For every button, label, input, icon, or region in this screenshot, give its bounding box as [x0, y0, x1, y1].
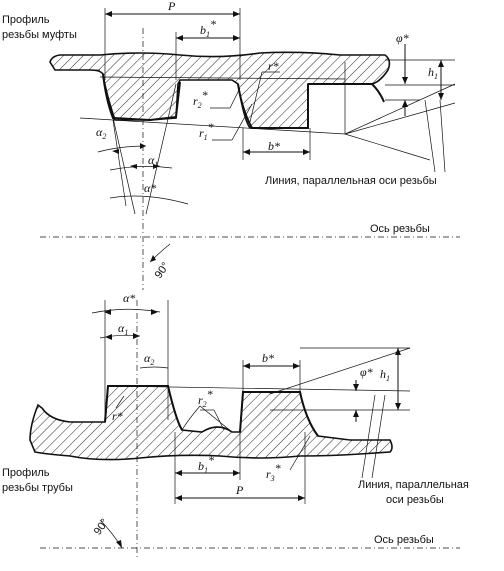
svg-text:h1: h1: [428, 65, 438, 81]
pipe-body: [29, 385, 393, 461]
coupling-parallel-line-label: Линия, параллельная оси резьбы: [265, 175, 437, 187]
coupling-dimensions: [79, 8, 456, 290]
pipe-alpha-label: α*: [123, 291, 135, 305]
coupling-r-label: r*: [268, 59, 279, 73]
coupling-h1-label: h: [428, 65, 434, 79]
coupling-alpha2-label: α: [96, 125, 103, 139]
coupling-phi-label: φ*: [396, 31, 409, 45]
pipe-r2-label: r: [198, 393, 203, 407]
pipe-title-line2: резьбы трубы: [2, 482, 73, 494]
svg-text:α1: α1: [148, 153, 158, 169]
pipe-parallel-line-label-2: оси резьбы: [386, 494, 444, 506]
svg-text:r3*: r3*: [266, 461, 281, 483]
pipe-dimensions: [91, 300, 411, 560]
svg-text:b1*: b1*: [198, 453, 214, 475]
svg-text:b1*: b1*: [200, 17, 216, 39]
coupling-title-line1: Профиль: [2, 14, 50, 26]
pipe-parallel-line-label-1: Линия, параллельная: [358, 479, 469, 491]
svg-text:α2: α2: [96, 125, 106, 141]
svg-text:α2: α2: [144, 351, 154, 367]
svg-text:h1: h1: [380, 367, 390, 383]
coupling-r2-label: r: [193, 94, 198, 108]
pipe-phi-label: φ*: [360, 365, 373, 379]
coupling-alpha1-label: α: [148, 153, 155, 167]
coupling-alpha-label: α*: [144, 181, 156, 195]
svg-text:α1: α1: [118, 321, 128, 337]
pipe-pitch-label: P: [235, 483, 244, 497]
coupling-b1-label: b: [200, 23, 206, 37]
pipe-r3-label: r: [266, 467, 271, 481]
coupling-90-label: 90°: [153, 260, 172, 281]
pipe-h1-label: h: [380, 367, 386, 381]
coupling-axis-label: Ось резьбы: [370, 223, 430, 235]
svg-text:r2*: r2*: [198, 387, 213, 409]
coupling-tail: [308, 83, 385, 103]
coupling-pitch-label: P: [167, 0, 176, 13]
pipe-alpha1-label: α: [118, 321, 125, 335]
coupling-title-line2: резьбы муфты: [2, 29, 77, 41]
pipe-b1-label: b: [198, 459, 204, 473]
pipe-r-label: r*: [112, 409, 123, 423]
coupling-body: [49, 51, 391, 129]
coupling-b-label: b*: [268, 139, 280, 153]
pipe-b-label: b*: [262, 351, 274, 365]
pipe-title-line1: Профиль: [2, 467, 50, 479]
coupling-r1-label: r: [199, 126, 204, 140]
pipe-90-label: 90°: [92, 517, 111, 538]
svg-text:r1*: r1*: [199, 120, 214, 142]
pipe-axis-label: Ось резьбы: [374, 534, 434, 546]
pipe-profile: [29, 385, 393, 461]
coupling-tooth-left: [102, 73, 181, 122]
svg-text:r2*: r2*: [193, 88, 208, 110]
coupling-profile: [49, 51, 391, 129]
pipe-root-notch: [181, 405, 233, 433]
pipe-alpha2-label: α: [144, 351, 151, 365]
coupling-mid-line: [99, 76, 346, 80]
